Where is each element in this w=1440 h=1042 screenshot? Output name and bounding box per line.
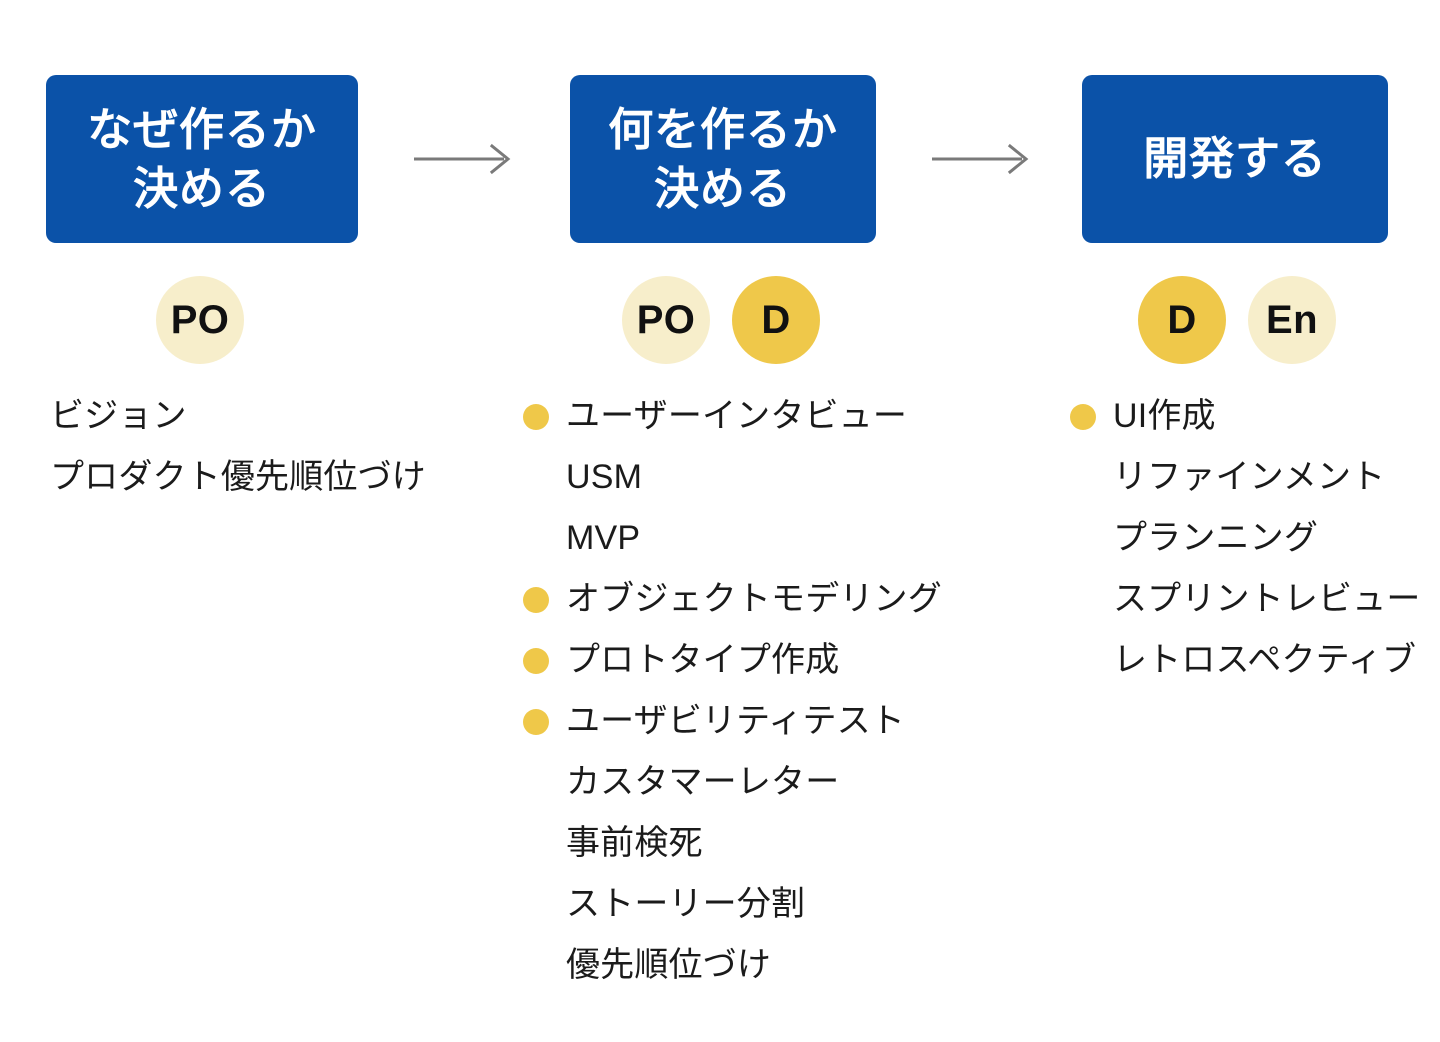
role-badge-en: En	[1248, 276, 1336, 364]
bullet-slot	[523, 465, 566, 491]
role-badge-po: PO	[622, 276, 710, 364]
phase-box-develop: 開発する	[1082, 75, 1388, 243]
bullet-slot	[523, 647, 566, 674]
list-item-label: ユーザビリティテスト	[566, 701, 905, 740]
list-item: USM	[523, 447, 993, 508]
list-item: 事前検死	[523, 813, 993, 874]
list-item-label: 優先順位づけ	[566, 945, 772, 984]
list-item-label: MVP	[566, 518, 641, 557]
list-item-label: カスタマーレター	[566, 762, 840, 801]
arrow-right-icon	[412, 139, 516, 179]
list-item: 優先順位づけ	[523, 935, 993, 996]
phase-box-why: なぜ作るか 決める	[46, 75, 358, 243]
list-item-label: 事前検死	[566, 823, 703, 862]
list-item-label: リファインメント	[1113, 457, 1386, 496]
list-item-label: USM	[566, 457, 643, 496]
bullet-slot	[1070, 526, 1113, 552]
role-badge-po: PO	[156, 276, 244, 364]
role-badge-d: D	[1138, 276, 1226, 364]
bullet-slot	[523, 892, 566, 918]
list-item-label: レトロスペクティブ	[1113, 640, 1417, 679]
role-badges-why: PO	[156, 275, 244, 365]
list-item: ユーザビリティテスト	[523, 691, 993, 752]
list-item-label: プロダクト優先順位づけ	[50, 457, 426, 496]
role-badges-what: PO D	[622, 275, 820, 365]
bullet-slot	[523, 953, 566, 979]
bullet-slot	[523, 708, 566, 735]
list-item-label: ユーザーインタビュー	[566, 396, 908, 435]
list-item: プロトタイプ作成	[523, 630, 993, 691]
bullet-slot	[1070, 587, 1113, 613]
list-item-label: ストーリー分割	[566, 884, 806, 923]
list-item-label: スプリントレビュー	[1113, 579, 1421, 618]
list-item: スプリントレビュー	[1070, 569, 1430, 630]
bullet-slot	[523, 586, 566, 613]
list-item: リファインメント	[1070, 447, 1430, 508]
bullet-dot-icon	[523, 647, 549, 674]
arrow-right-icon	[930, 139, 1034, 179]
activity-list-what: ユーザーインタビュー USM MVP オブジェクトモデリング プロトタイプ作成	[523, 386, 993, 996]
bullet-slot	[1070, 403, 1113, 430]
list-item: カスタマーレター	[523, 752, 993, 813]
list-item: レトロスペクティブ	[1070, 630, 1430, 691]
list-item: プロダクト優先順位づけ	[50, 447, 480, 508]
bullet-slot	[1070, 465, 1113, 491]
list-item: プランニング	[1070, 508, 1430, 569]
bullet-slot	[523, 403, 566, 430]
list-item: オブジェクトモデリング	[523, 569, 993, 630]
list-item-label: ビジョン	[50, 396, 187, 435]
list-item-label: オブジェクトモデリング	[566, 579, 942, 618]
list-item-label: プロトタイプ作成	[566, 640, 840, 679]
activity-list-why: ビジョン プロダクト優先順位づけ	[50, 386, 480, 508]
list-item-label: プランニング	[1113, 518, 1319, 557]
bullet-dot-icon	[1070, 403, 1096, 430]
activity-list-develop: UI作成 リファインメント プランニング スプリントレビュー レトロスペクティブ	[1070, 386, 1430, 691]
list-item: ユーザーインタビュー	[523, 386, 993, 447]
bullet-slot	[523, 831, 566, 857]
bullet-dot-icon	[523, 586, 549, 613]
bullet-dot-icon	[523, 403, 549, 430]
bullet-slot	[523, 526, 566, 552]
phase-box-what: 何を作るか 決める	[570, 75, 876, 243]
bullet-dot-icon	[523, 708, 549, 735]
list-item-label: UI作成	[1113, 396, 1216, 435]
list-item: MVP	[523, 508, 993, 569]
bullet-slot	[1070, 648, 1113, 674]
bullet-slot	[523, 770, 566, 796]
list-item: UI作成	[1070, 386, 1430, 447]
role-badge-d: D	[732, 276, 820, 364]
role-badges-develop: D En	[1138, 275, 1336, 365]
list-item: ビジョン	[50, 386, 480, 447]
list-item: ストーリー分割	[523, 874, 993, 935]
